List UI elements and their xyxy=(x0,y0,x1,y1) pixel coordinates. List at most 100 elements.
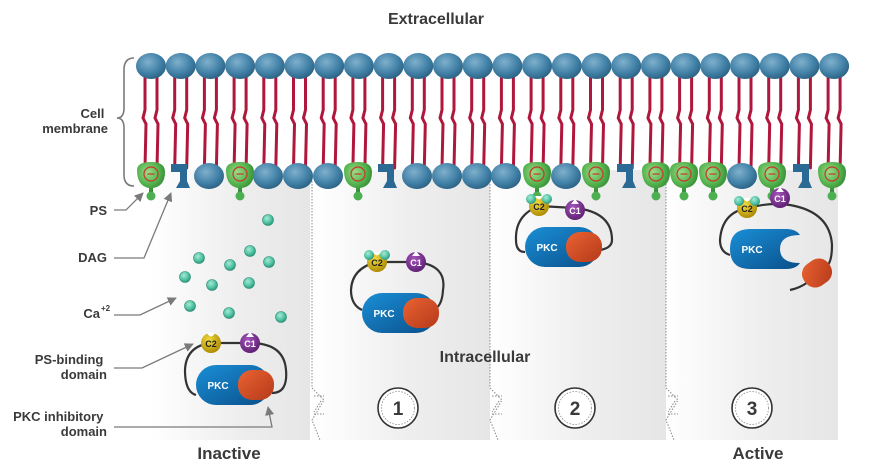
c1-domain: C1 xyxy=(565,199,585,220)
lipid-head xyxy=(283,163,313,189)
c2-domain: C2 xyxy=(364,250,390,272)
bound-calcium xyxy=(542,194,552,204)
lipid-head xyxy=(314,53,345,79)
lipid-tail xyxy=(480,74,487,170)
lipid-tail xyxy=(598,74,606,170)
lipid-tail xyxy=(836,74,843,170)
dag-lipid xyxy=(171,164,190,188)
lipid-head xyxy=(551,163,581,189)
lipid-tail xyxy=(735,74,742,170)
lipid-head xyxy=(433,53,463,79)
lipid-tail xyxy=(765,74,772,170)
lipid-tail xyxy=(509,74,516,170)
calcium-ion xyxy=(193,252,205,264)
lipid-tail xyxy=(420,74,427,170)
label-ps: PS xyxy=(90,203,108,218)
lipid-head xyxy=(551,53,582,79)
lipid-head xyxy=(640,53,671,79)
lipid-tail xyxy=(391,74,398,170)
lipid-tail xyxy=(676,74,683,170)
lipid-tail xyxy=(586,74,594,170)
lipid-head xyxy=(462,53,493,79)
c2-label: C2 xyxy=(205,339,217,349)
lipid-tail xyxy=(408,74,415,170)
panel-divider xyxy=(489,172,503,441)
calcium-ions xyxy=(179,214,287,323)
pkc-kinase: PKC xyxy=(730,229,800,269)
lipid-head xyxy=(522,53,553,79)
ps-lipid xyxy=(670,162,698,201)
linker-loop xyxy=(183,341,288,397)
lipid-tail xyxy=(628,74,635,170)
ps-lipid xyxy=(344,162,372,201)
lipid-head xyxy=(492,53,523,79)
divider-break-mark xyxy=(313,395,324,415)
lipid-tail xyxy=(646,74,653,170)
lipid-tail xyxy=(242,74,249,170)
calcium-ion xyxy=(223,307,235,319)
lipid-tail xyxy=(260,74,267,170)
lipid-tail xyxy=(438,74,445,170)
c1-label: C1 xyxy=(244,339,256,349)
c1-domain: C1 xyxy=(406,251,426,272)
lipid-tail xyxy=(200,74,207,170)
ca-arrow xyxy=(114,297,177,316)
inhibitory-domain-released xyxy=(801,258,833,288)
inhibitory-arrow xyxy=(114,406,275,428)
lipid-tail xyxy=(289,74,297,170)
lipid-tail xyxy=(212,74,219,170)
lipid-tail xyxy=(557,74,564,170)
calcium-ion xyxy=(179,271,191,283)
c1-label: C1 xyxy=(774,194,786,204)
c1-domain: C1 xyxy=(240,332,260,353)
dag-lipid xyxy=(617,164,636,188)
lipid-tail xyxy=(747,74,754,170)
lipid-head xyxy=(700,53,731,79)
lipid-tail xyxy=(319,74,326,170)
lipid-head xyxy=(819,53,850,79)
ps-lipid xyxy=(582,162,610,201)
lipid-tail xyxy=(688,74,695,170)
divider-break-mark xyxy=(491,395,502,415)
pkc-label: PKC xyxy=(536,243,557,254)
lipid-tail xyxy=(497,74,504,170)
lipid-head xyxy=(343,53,374,79)
lipid-tail xyxy=(379,74,386,170)
c2-domain: C2 xyxy=(526,194,552,216)
lipid-tail xyxy=(658,74,665,170)
lipid-head xyxy=(313,163,343,189)
lipid-head xyxy=(195,53,226,79)
lipid-head xyxy=(789,53,820,79)
dag-arrow xyxy=(114,192,173,259)
lipid-tail xyxy=(794,74,801,170)
membrane-brace xyxy=(116,57,135,187)
pkc-step-2: PKC C2 C1 xyxy=(514,194,614,267)
lipid-head xyxy=(759,53,790,79)
lipid-head xyxy=(253,163,283,189)
lipid-tail xyxy=(331,74,338,170)
ps-lipid xyxy=(137,162,165,201)
dag-lipid xyxy=(378,164,397,188)
c2-label: C2 xyxy=(371,258,383,268)
panel-divider xyxy=(311,172,325,441)
lipid-tail xyxy=(705,74,712,170)
ps-lipid xyxy=(226,162,254,201)
bound-calcium xyxy=(750,196,760,206)
label-ca: Ca xyxy=(83,306,100,321)
lipid-head xyxy=(462,163,492,189)
c1-label: C1 xyxy=(410,258,422,268)
ps-lipid xyxy=(818,162,846,201)
lipid-tail xyxy=(569,74,576,170)
ps-lipid xyxy=(699,162,727,201)
caption-active: Active xyxy=(732,444,783,463)
pkc-label: PKC xyxy=(373,309,394,320)
left-annotations: Cell membrane PS DAG Ca +2 PS-binding do… xyxy=(13,57,275,439)
label-ps-binding-domain: PS-binding domain xyxy=(35,352,107,382)
lipid-tail xyxy=(349,74,356,170)
lipid-head xyxy=(373,53,404,79)
lipid-tail xyxy=(171,74,178,170)
title-extracellular: Extracellular xyxy=(388,11,484,28)
